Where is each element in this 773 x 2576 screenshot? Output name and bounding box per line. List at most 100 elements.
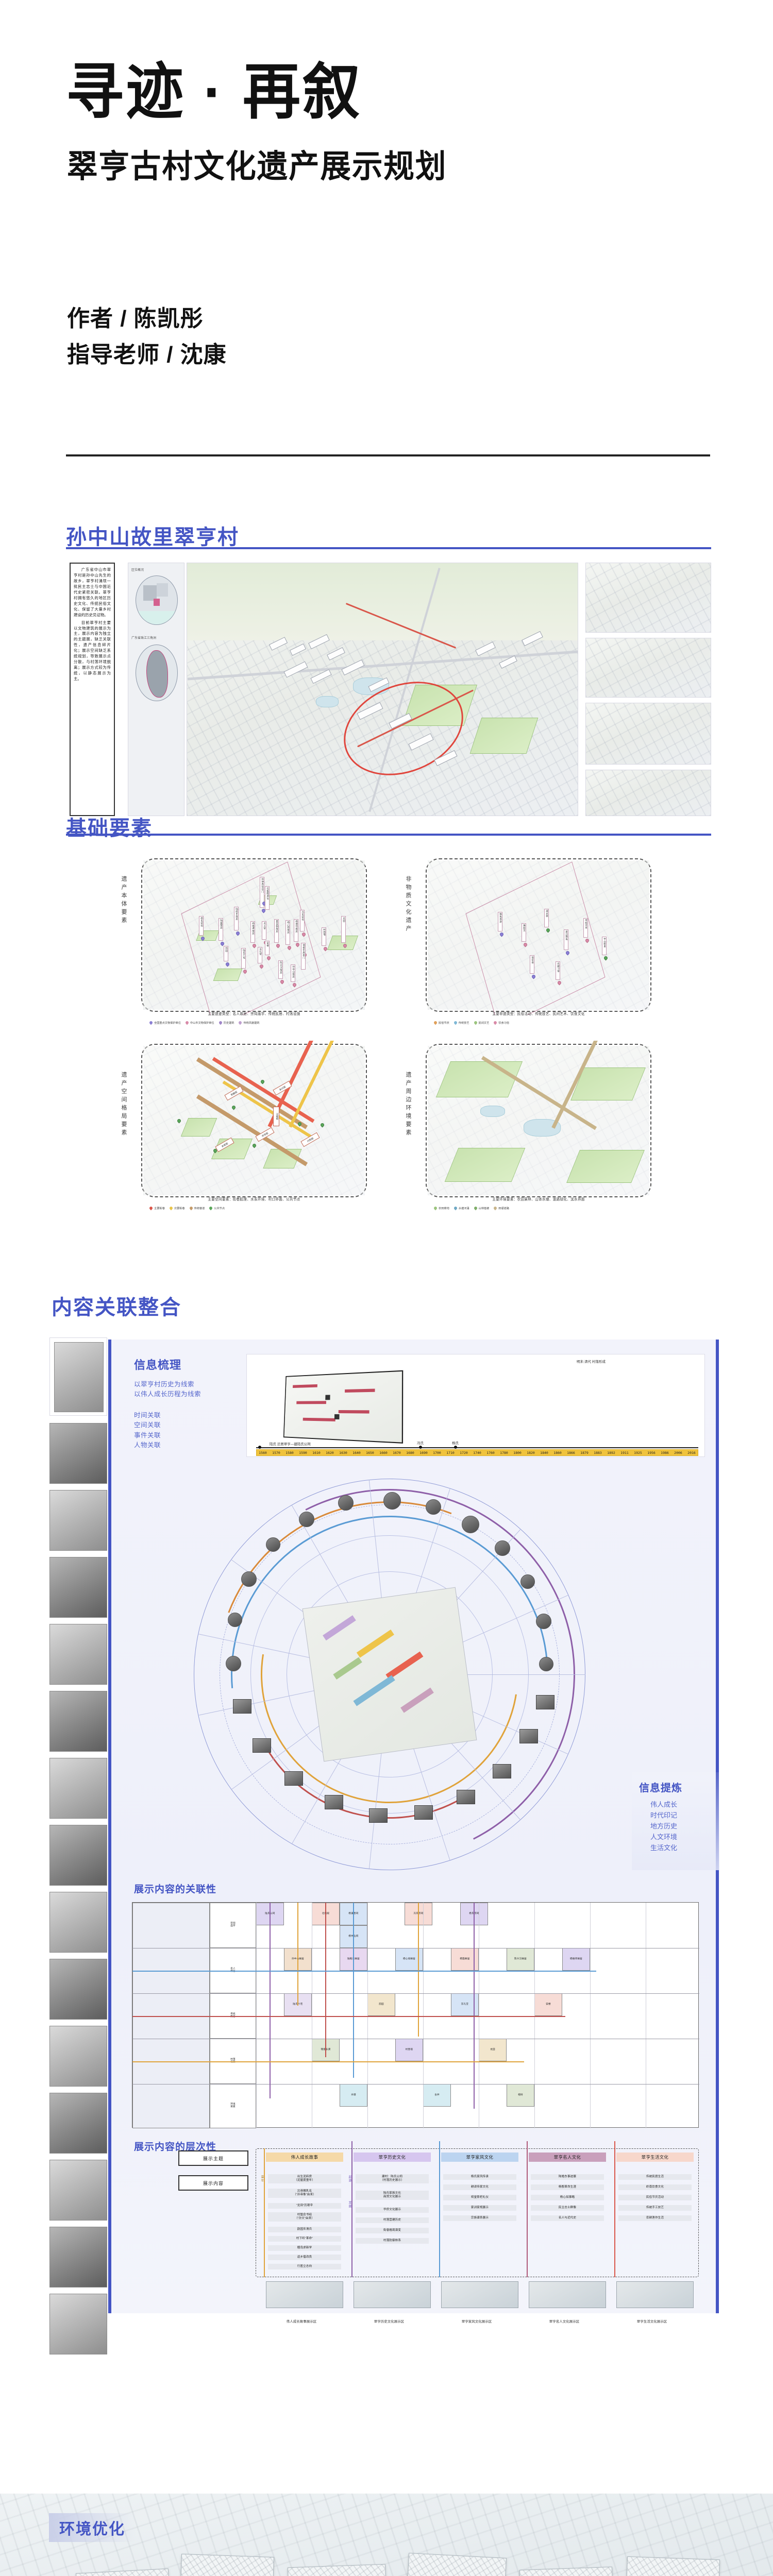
inset-photo <box>625 2556 720 2576</box>
locator-region-map <box>136 575 178 625</box>
axon-thumb-3 <box>585 703 711 765</box>
info-sort-clues: 以翠亨村历史为线索 以伟人成长历程为线索 <box>134 1381 201 1398</box>
content-chip: 行医立志向 <box>268 2264 341 2269</box>
panel-label-spatial: 遗产空间格局要素 <box>121 1072 127 1138</box>
theme-chip: 伟人成长故事 <box>266 2153 343 2162</box>
content-chip: 村落营建历史 <box>356 2217 429 2223</box>
pin-label: 崖口飘色 <box>564 929 568 950</box>
pin-label: 菊花会 <box>530 955 534 974</box>
info-sort-title: 信息梳理 <box>134 1359 182 1371</box>
foundation-caption-intangible: 主要非遗类型：民俗活动、传统技艺、民间艺术、饮食文化 <box>492 1012 585 1016</box>
legend-item: 公共节点 <box>209 1206 225 1211</box>
pin-label: 东礼堂 <box>258 947 262 963</box>
photo-thumb <box>49 2160 107 2221</box>
content-chip: 村落防御体系 <box>356 2238 429 2244</box>
zone-caption: 翠亨历史文化展示区 <box>374 2320 405 2324</box>
info-refine-title: 信息提炼 <box>639 1783 682 1794</box>
content-chip: 村下听“革命” <box>268 2236 341 2242</box>
pin-label: 陈兴汉故居 <box>278 960 283 979</box>
stage-label: 起源 <box>348 2175 351 2182</box>
pin-label: 冯氏宗祠 <box>300 910 305 931</box>
foundation-legend-environment: 农田菜地 水塘河涌 山林植被 田埂道路 <box>433 1206 509 1211</box>
panel-label-environment: 遗产周边环境要素 <box>405 1072 411 1138</box>
pin-label: 龙田 <box>341 916 346 943</box>
pin-label: 杨心如故居 <box>285 920 290 945</box>
matrix-item: 龙田 <box>479 2039 507 2061</box>
content-chip: 民主志士群像 <box>531 2205 604 2211</box>
content-chip: “龙田”历艰辛 <box>268 2203 341 2209</box>
locator-delta-map <box>136 645 178 701</box>
content-chip: 建村：陆氏公祠 （村落历史展示） <box>356 2174 429 2183</box>
matrix-item: 杨维孝故居 <box>562 1948 590 1971</box>
timeline-note: 陆氏 迁居翠亨—建陆氏公祠 <box>270 1443 311 1446</box>
pin-label: 村围墙 <box>322 927 326 946</box>
content-chip: 杨心如事略 <box>531 2195 604 2200</box>
foundation-panel-heritage-entities: 杨氏宗祠 陆粲故居 陆皓东故居 祥钟赤馆旧门 北极殿遗址 杨维孝故居 点义堂 夏… <box>138 855 370 1015</box>
matrix-item: 水塘 <box>340 2084 367 2107</box>
photo-thumb <box>49 1624 107 1685</box>
radial-relation-diagram <box>156 1440 624 1908</box>
legend-item: 水塘河涌 <box>453 1206 469 1211</box>
zone-plan <box>266 2281 343 2308</box>
content-chip: 返乡倡改良 <box>268 2255 341 2260</box>
locator-label-bottom: 广东省珠江三角洲 <box>131 637 157 640</box>
content-chip: 传统民居生活 <box>618 2174 692 2180</box>
section-rule-2 <box>66 834 711 836</box>
pin-label: 安楼 <box>265 941 270 955</box>
photo-thumb <box>49 1490 107 1551</box>
foundation-legend-spatial: 主要街巷 次要街巷 传统巷道 公共节点 <box>148 1206 225 1211</box>
matrix-item: 村围墙 <box>395 2039 423 2061</box>
row-label-content: 展示内容 <box>178 2175 248 2191</box>
content-chip: 陆氏家族文化 商贸文化展示 <box>356 2191 429 2200</box>
stage-label: 发展 <box>348 2201 351 2208</box>
row-label-theme: 展示主题 <box>178 2150 248 2166</box>
content-chip: 出生泥砖房 （泥屋度童年） <box>268 2174 341 2183</box>
foundation-legend-heritage: 全国重点文物保护单位 中山市文物保护单位 历史建筑 传统风貌建筑 <box>148 1020 260 1025</box>
theme-chip: 翠亨历史文化 <box>354 2153 431 2162</box>
info-refine-item: 人文环境 <box>650 1833 678 1841</box>
content-chip: 名人与近代史 <box>531 2215 604 2221</box>
section-heading-environment: 环境优化 <box>49 2513 136 2542</box>
zone-caption: 翠亨名人文化展示区 <box>549 2320 580 2324</box>
timeline-ticks: 1560 1570 1580 1590 1610 1620 1630 1640 … <box>259 1450 696 1455</box>
legend-item: 民间文艺 <box>473 1020 489 1025</box>
legend-item: 田埂道路 <box>493 1206 509 1211</box>
pin-label: 点义堂 <box>262 921 266 940</box>
page-subtitle: 翠亨古村文化遗产展示规划 <box>67 149 447 184</box>
legend-item: 民俗节庆 <box>433 1020 449 1025</box>
zone-plan <box>441 2281 518 2308</box>
axon-thumb-2 <box>585 638 711 698</box>
legend-item: 主要街巷 <box>148 1206 165 1211</box>
street-sign: 义和街 <box>273 1107 279 1126</box>
matrix-row-header: 环境 要素 <box>210 2084 256 2128</box>
content-chip: 街巷格局演变 <box>356 2228 429 2233</box>
content-chip: 檀岛求新学 <box>268 2245 341 2251</box>
pin-label: 陆皓东故居 <box>234 907 239 930</box>
legend-item: 传统巷道 <box>189 1206 205 1211</box>
pin-label: 陆氏六宅 <box>241 948 246 969</box>
theme-chip: 翠亨家风文化 <box>441 2153 518 2162</box>
timeline-axon-map <box>283 1370 404 1444</box>
foundation-caption-environment: 主要环境要素：农田果林、山体水塘、道路绿化、滨水界面 <box>492 1198 585 1201</box>
timeline-card: 明末-清代 村落形成 陆氏 迁居翠亨—建陆氏公祠 冯氏 杨氏 1560 1570… <box>246 1354 705 1457</box>
axon-thumb-1 <box>585 563 711 633</box>
association-matrix: 宗祠 庙宇 名人 故居 传统 民居 村落 设施 环境 要素 陆氏公祠 北极殿 杨… <box>132 1902 699 2128</box>
legend-item: 饮食习俗 <box>493 1020 509 1025</box>
timeline-family-mark: 杨氏 <box>452 1442 459 1445</box>
legend-item: 传统技艺 <box>453 1020 469 1025</box>
pin-label: 夏日朝故居 <box>274 919 279 943</box>
theme-chip: 翠亨生活文化 <box>616 2153 694 2162</box>
matrix-item: 安楼 <box>534 1993 562 2016</box>
matrix-item: 陈兴汉故居 <box>507 1948 534 1971</box>
info-refine-item: 伟人成长 <box>650 1801 678 1808</box>
content-chip: 耕读传家文化 <box>443 2184 516 2190</box>
radial-center-plan <box>302 1587 477 1762</box>
content-chip: 北帝赐乳名 （“孙帝象”由来） <box>268 2189 341 2198</box>
panel-label-intangible: 非物质文化遗产 <box>405 876 411 934</box>
foundation-panel-spatial: 和睦街 永兴街 中华街 永安街 兴和街 义和街 <box>138 1041 370 1200</box>
matrix-item: 古井 <box>423 2084 451 2107</box>
photo-thumb <box>49 2026 107 2087</box>
foundation-caption-heritage: 主要遗迹类型：名人故居、宗祠庙宇、传统民居、村落设施 <box>208 1012 300 1016</box>
section-heading-village: 孙中山故里翠亨村 <box>66 526 239 549</box>
locator-strip: 区位概况 广东省珠江三角洲 <box>128 563 184 816</box>
